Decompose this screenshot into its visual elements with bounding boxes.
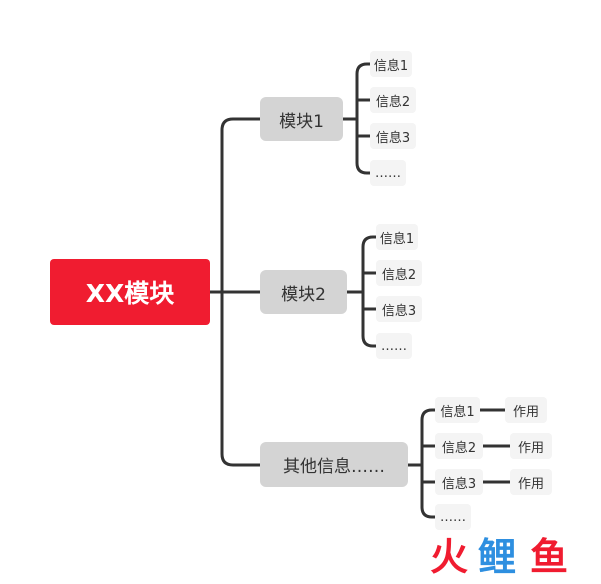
note-node: 作用 [510, 469, 552, 495]
leaf-node: 信息1 [435, 397, 480, 423]
leaf-label: 信息1 [379, 231, 415, 247]
leaf-label: …… [375, 165, 401, 181]
module-label: 模块1 [279, 111, 324, 132]
leaf-label: 信息3 [375, 130, 411, 146]
module-node-3: 其他信息…… [260, 442, 408, 487]
watermark-char-1: 火 [430, 535, 469, 579]
module-node-1: 模块1 [260, 97, 343, 141]
leaf-label: 信息3 [441, 476, 477, 492]
watermark-char-2: 鲤 [478, 535, 517, 579]
leaf-node: …… [370, 160, 406, 186]
root-label: XX模块 [85, 279, 175, 308]
note-label: 作用 [517, 476, 544, 492]
watermark-logo: 火 鲤 鱼 [430, 535, 590, 579]
note-label: 作用 [517, 440, 544, 456]
leaf-node: …… [435, 504, 471, 530]
connector-trunk [220, 117, 262, 467]
leaf-node: 信息2 [370, 87, 416, 113]
leaf-label: …… [440, 509, 466, 525]
leaf-label: 信息2 [441, 440, 477, 456]
leaf-label: …… [381, 338, 407, 354]
leaf-node: 信息1 [376, 224, 418, 250]
watermark-char-3: 鱼 [530, 535, 569, 579]
connector-module-2 [345, 235, 378, 348]
connector-module-3 [406, 408, 437, 519]
module-label: 模块2 [281, 284, 326, 305]
note-node: 作用 [505, 397, 547, 423]
leaf-node: …… [376, 333, 412, 359]
module-label: 其他信息…… [283, 457, 385, 477]
leaf-label: 信息2 [381, 267, 417, 283]
module-node-2: 模块2 [260, 270, 347, 314]
leaf-node: 信息3 [370, 123, 416, 149]
leaf-label: 信息1 [373, 58, 409, 74]
note-label: 作用 [512, 404, 539, 420]
leaf-node: 信息2 [376, 260, 422, 286]
connector-module-1 [341, 62, 372, 175]
leaf-node: 信息1 [370, 51, 412, 77]
note-node: 作用 [510, 433, 552, 459]
leaf-node: 信息3 [435, 469, 483, 495]
leaf-node: 信息2 [435, 433, 483, 459]
leaf-label: 信息2 [375, 94, 411, 110]
leaf-node: 信息3 [376, 296, 422, 322]
leaf-label: 信息1 [440, 404, 475, 420]
root-node: XX模块 [50, 259, 210, 325]
leaf-label: 信息3 [381, 303, 417, 319]
